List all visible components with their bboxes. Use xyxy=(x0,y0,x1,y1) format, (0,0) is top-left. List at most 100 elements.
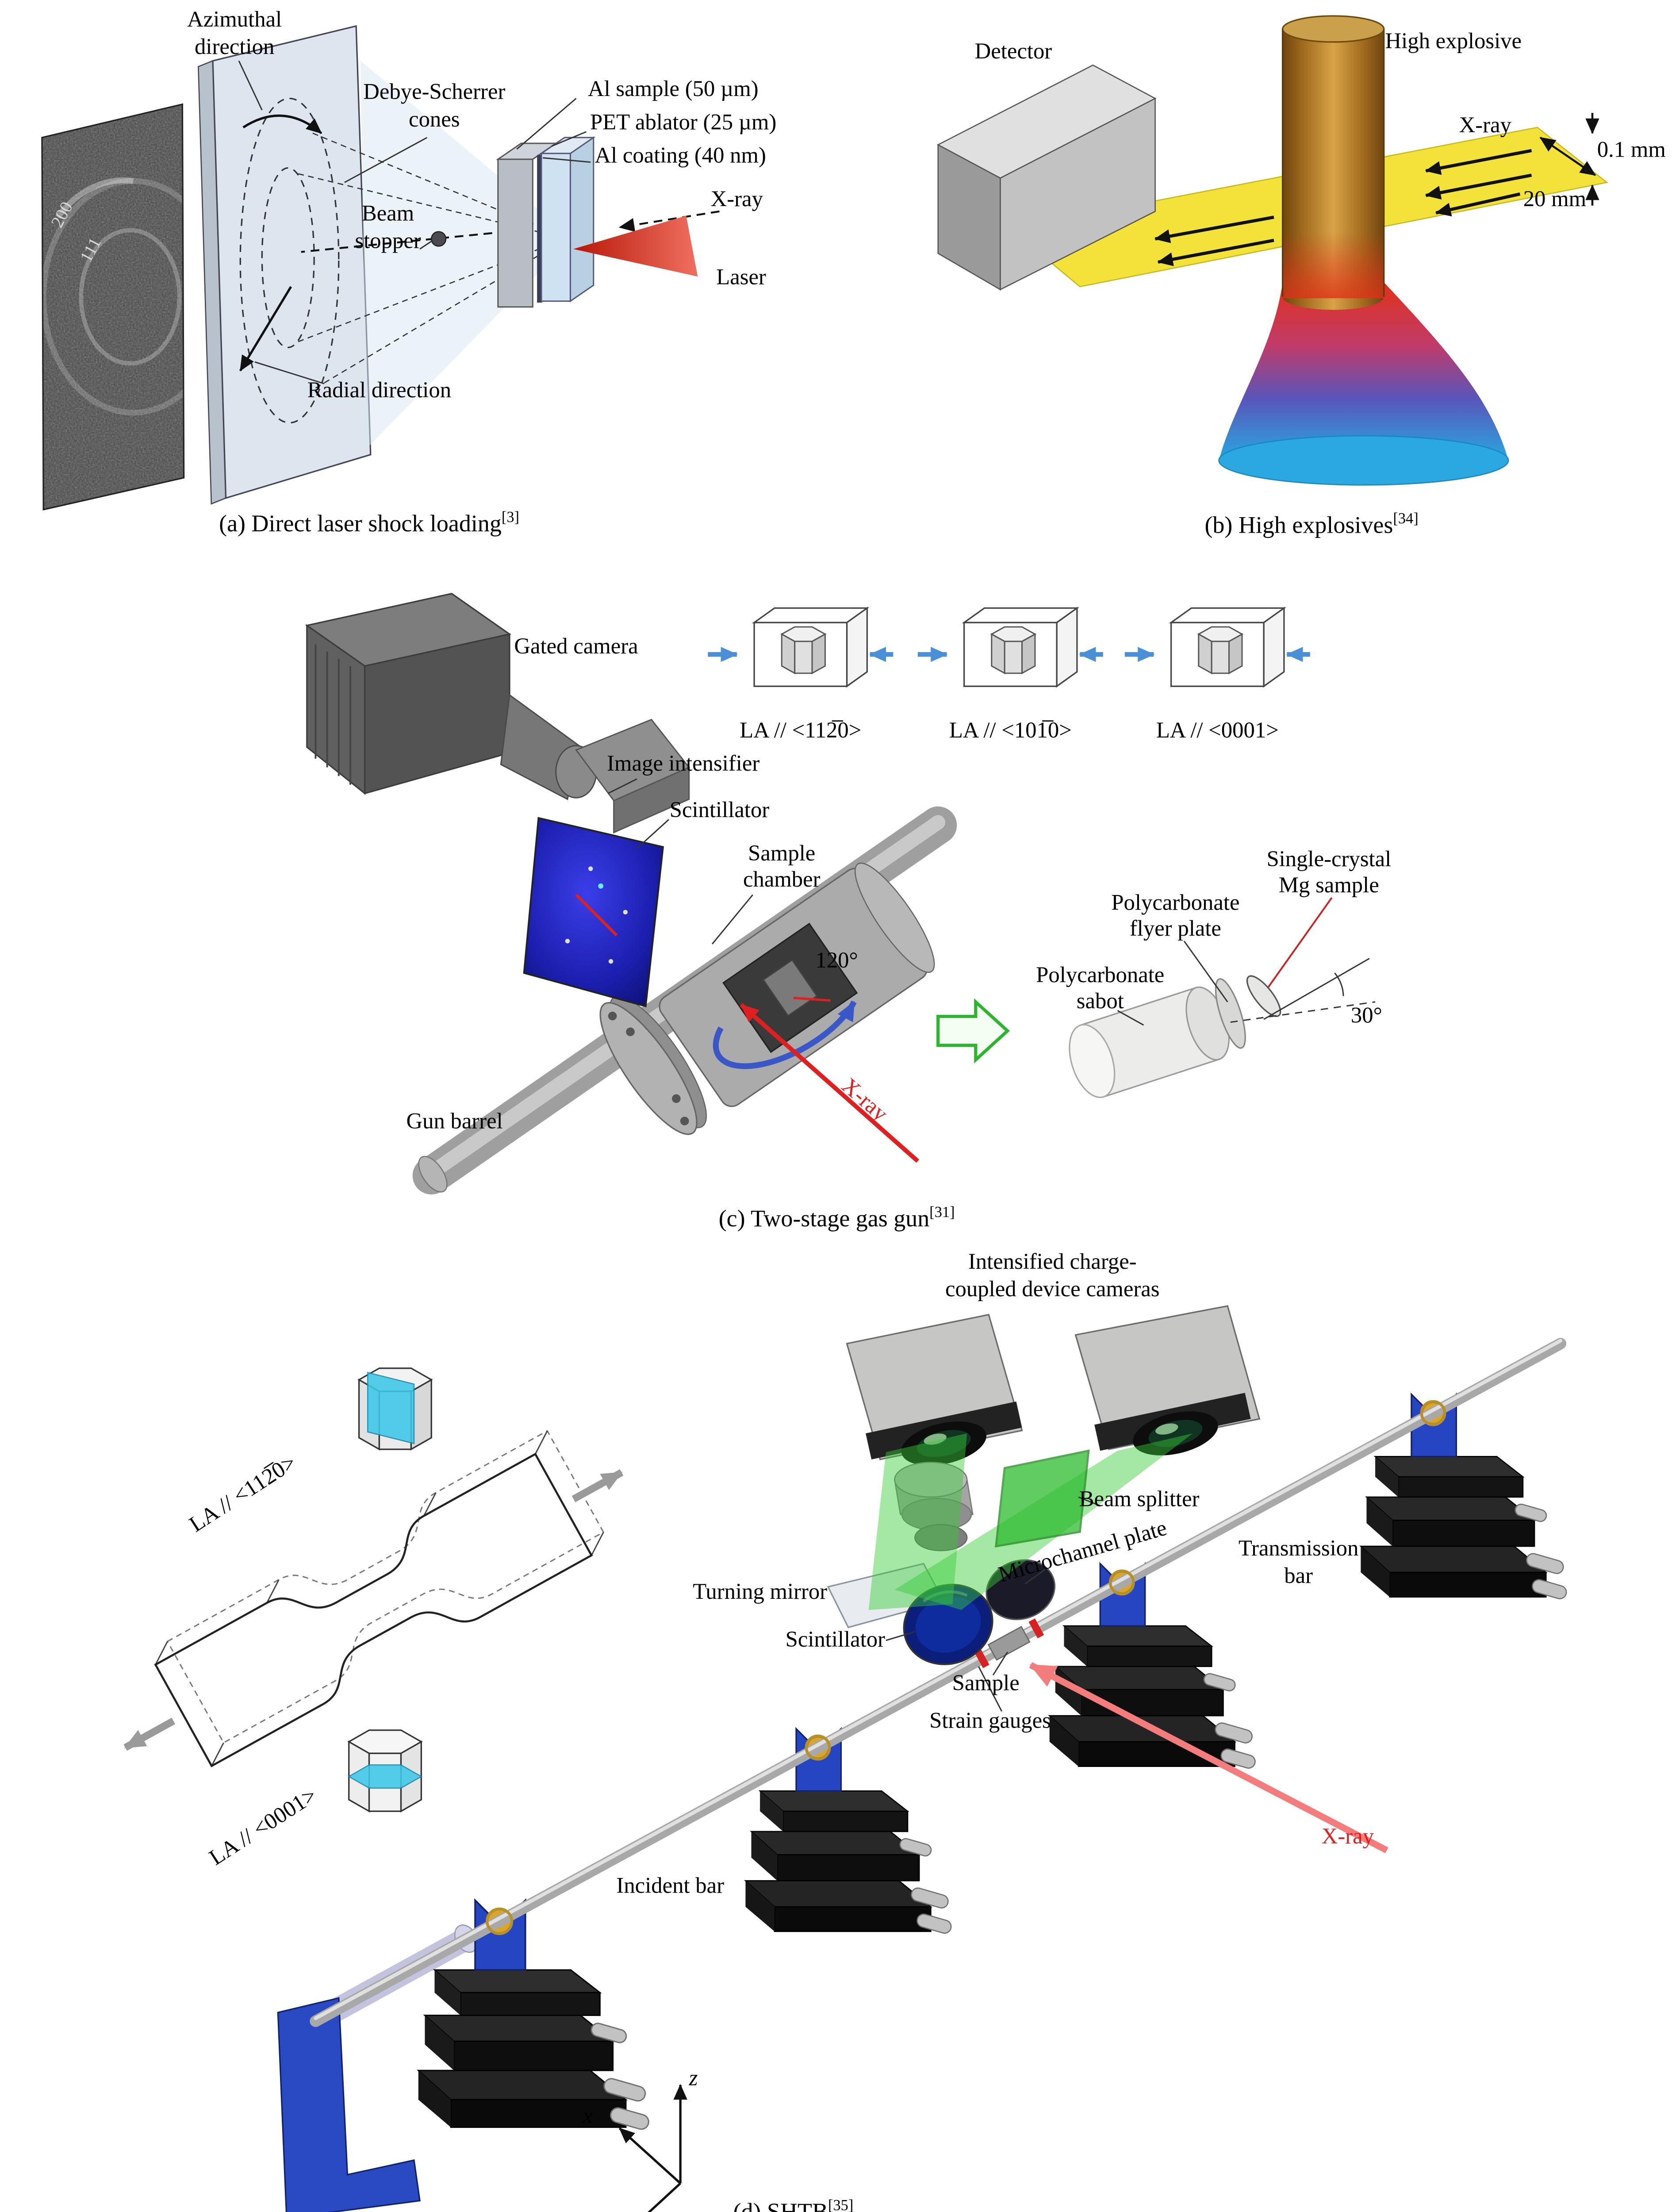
gated-camera xyxy=(305,593,690,834)
label-width-20mm: 20 mm xyxy=(1523,187,1587,212)
label-scintillator-c: Scintillator xyxy=(669,798,770,823)
label-axis-x: x xyxy=(583,2104,593,2129)
panel-c-graphics xyxy=(305,593,1376,1194)
label-flyer-line1: Polycarbonate xyxy=(1111,891,1240,916)
dogbone-specimen xyxy=(123,1430,624,1767)
label-image-intensifier: Image intensifier xyxy=(607,752,760,777)
panel-c-caption-text: (c) Two-stage gas gun xyxy=(718,1204,930,1233)
panel-c-caption: (c) Two-stage gas gun[31] xyxy=(718,1204,955,1233)
crystal-0001 xyxy=(347,1729,423,1813)
detonation-cone xyxy=(1218,282,1509,486)
label-single-crystal-line1: Single-crystal xyxy=(1266,847,1392,872)
panel-a-caption-ref: [3] xyxy=(501,510,519,526)
crystal-1120 xyxy=(357,1367,433,1451)
panel-d-caption-text: (d) SHTB xyxy=(733,2198,828,2212)
dimension-arrows xyxy=(1539,113,1599,206)
label-angle-120: 120° xyxy=(815,949,858,974)
label-sabot-line1: Polycarbonate xyxy=(1036,963,1165,988)
label-single-crystal-line2: Mg sample xyxy=(1278,873,1379,899)
xray-beam-c xyxy=(740,1003,920,1163)
panel-c-leaders xyxy=(607,778,753,945)
panel-d-caption: (d) SHTB[35] xyxy=(733,2198,854,2212)
sabot-assembly xyxy=(1069,897,1376,1098)
label-sample-d: Sample xyxy=(952,1671,1020,1696)
scintillator-disc xyxy=(903,1584,993,1665)
explosive-cylinder xyxy=(1281,15,1385,310)
support-bracket xyxy=(277,1997,421,2212)
impact-direction-arrow xyxy=(936,998,1010,1064)
panel-b-caption-text: (b) High explosives xyxy=(1204,511,1393,539)
label-azimuthal-line2: direction xyxy=(195,35,275,60)
label-la-1120-c: LA // <112̅0> xyxy=(740,718,862,743)
label-sample-chamber-line1: Sample xyxy=(748,841,816,867)
bar-mount-rings xyxy=(485,1400,1446,1935)
label-beam-stopper-line1: Beam xyxy=(361,201,414,227)
panel-b-caption: (b) High explosives[34] xyxy=(1204,511,1419,539)
iccd-cameras xyxy=(846,1305,1261,1466)
label-azimuthal-line1: Azimuthal xyxy=(187,8,282,33)
label-xray-a: X-ray xyxy=(710,187,763,212)
label-sabot-line2: sabot xyxy=(1076,989,1124,1014)
diffraction-image: 200 111 xyxy=(41,103,185,511)
xray-arrow-d xyxy=(1029,1662,1388,1854)
label-angle-30: 30° xyxy=(1350,1004,1382,1029)
label-laser: Laser xyxy=(716,265,766,290)
label-pet-ablator: PET ablator (25 µm) xyxy=(590,110,777,135)
label-incident-bar: Incident bar xyxy=(616,1874,725,1899)
stage-2 xyxy=(1048,1563,1258,1771)
label-beam-splitter: Beam splitter xyxy=(1079,1487,1200,1512)
beam-stopper-dot xyxy=(430,231,447,247)
xray-sheet-arrows xyxy=(1154,149,1532,266)
panel-d-caption-ref: [35] xyxy=(828,2198,854,2212)
label-la-1010-c: LA // <101̅0> xyxy=(949,718,1072,743)
panel-a-graphics: 200 111 xyxy=(41,25,720,511)
label-turning-mirror: Turning mirror xyxy=(693,1580,828,1605)
panel-b-caption-ref: [34] xyxy=(1393,511,1419,528)
radial-arrow xyxy=(239,286,292,372)
label-high-explosive: High explosive xyxy=(1385,29,1522,54)
label-radial-direction: Radial direction xyxy=(307,378,452,403)
label-axis-z: z xyxy=(689,2066,698,2091)
panel-a-caption: (a) Direct laser shock loading[3] xyxy=(219,510,519,538)
panel-d-graphics xyxy=(123,1305,1569,2212)
panel-c-caption-ref: [31] xyxy=(929,1205,955,1221)
laser-cone xyxy=(573,215,698,277)
label-scintillator-d: Scintillator xyxy=(785,1628,886,1653)
azimuthal-arrow xyxy=(242,114,322,134)
scintillator-plate xyxy=(523,817,664,1008)
green-beams xyxy=(868,1433,1193,1610)
stage-3 xyxy=(744,1728,954,1936)
label-flyer-line2: flyer plate xyxy=(1129,917,1221,942)
label-iccd-line1: Intensified charge- xyxy=(968,1250,1137,1275)
label-thickness-01mm: 0.1 mm xyxy=(1597,138,1666,163)
label-transmission-line1: Transmission xyxy=(1238,1536,1359,1562)
stage-1 xyxy=(1360,1393,1569,1601)
rotation-arrow-120 xyxy=(713,1000,857,1069)
beam-splitter-shape xyxy=(995,1449,1090,1548)
hopkinson-bar xyxy=(310,1337,1567,2027)
panel-a-caption-text: (a) Direct laser shock loading xyxy=(219,510,502,538)
label-la-0001-c: LA // <0001> xyxy=(1156,718,1279,743)
detector-plate xyxy=(198,25,565,505)
label-detector: Detector xyxy=(974,39,1052,65)
label-strain-gauges: Strain gauges xyxy=(929,1709,1051,1734)
panel-b-graphics xyxy=(936,15,1608,486)
xray-beam-path xyxy=(301,210,720,253)
label-gun-barrel: Gun barrel xyxy=(406,1109,503,1134)
relay-lens xyxy=(894,1462,974,1551)
label-debye-line2: cones xyxy=(409,108,460,132)
sample-on-bar xyxy=(974,1618,1044,1668)
label-gated-camera: Gated camera xyxy=(514,634,638,660)
label-beam-stopper-line2: stopper xyxy=(355,229,421,254)
label-transmission-line2: bar xyxy=(1284,1564,1313,1589)
panel-d-leaders xyxy=(886,1496,1101,1712)
label-iccd-line2: coupled device cameras xyxy=(945,1277,1160,1302)
sample-stack xyxy=(496,98,596,308)
label-xray-b: X-ray xyxy=(1459,113,1511,138)
unit-cells xyxy=(708,607,1310,687)
label-axis-y: y xyxy=(591,2211,602,2212)
label-al-sample: Al sample (50 µm) xyxy=(587,77,759,102)
label-xray-d: X-ray xyxy=(1321,1824,1374,1850)
